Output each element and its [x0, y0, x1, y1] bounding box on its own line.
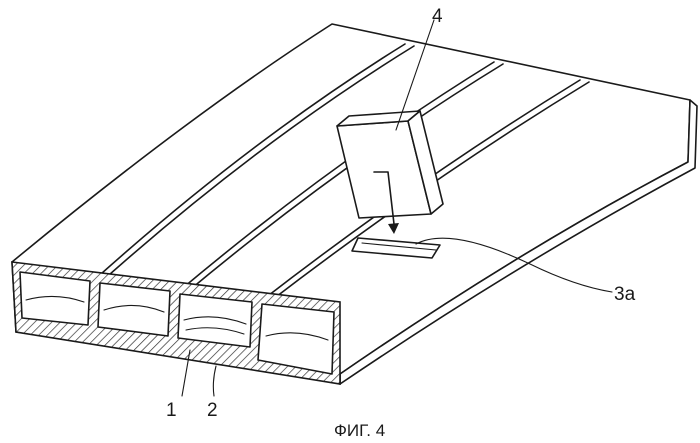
label-2: 2 [207, 400, 218, 421]
figure-caption: ФИГ. 4 [334, 421, 385, 440]
label-3a: 3a [614, 284, 636, 305]
leader-2 [213, 366, 216, 396]
label-4: 4 [432, 6, 443, 27]
cell-2 [98, 283, 170, 336]
label-1: 1 [166, 400, 177, 421]
cell-3 [178, 294, 252, 347]
